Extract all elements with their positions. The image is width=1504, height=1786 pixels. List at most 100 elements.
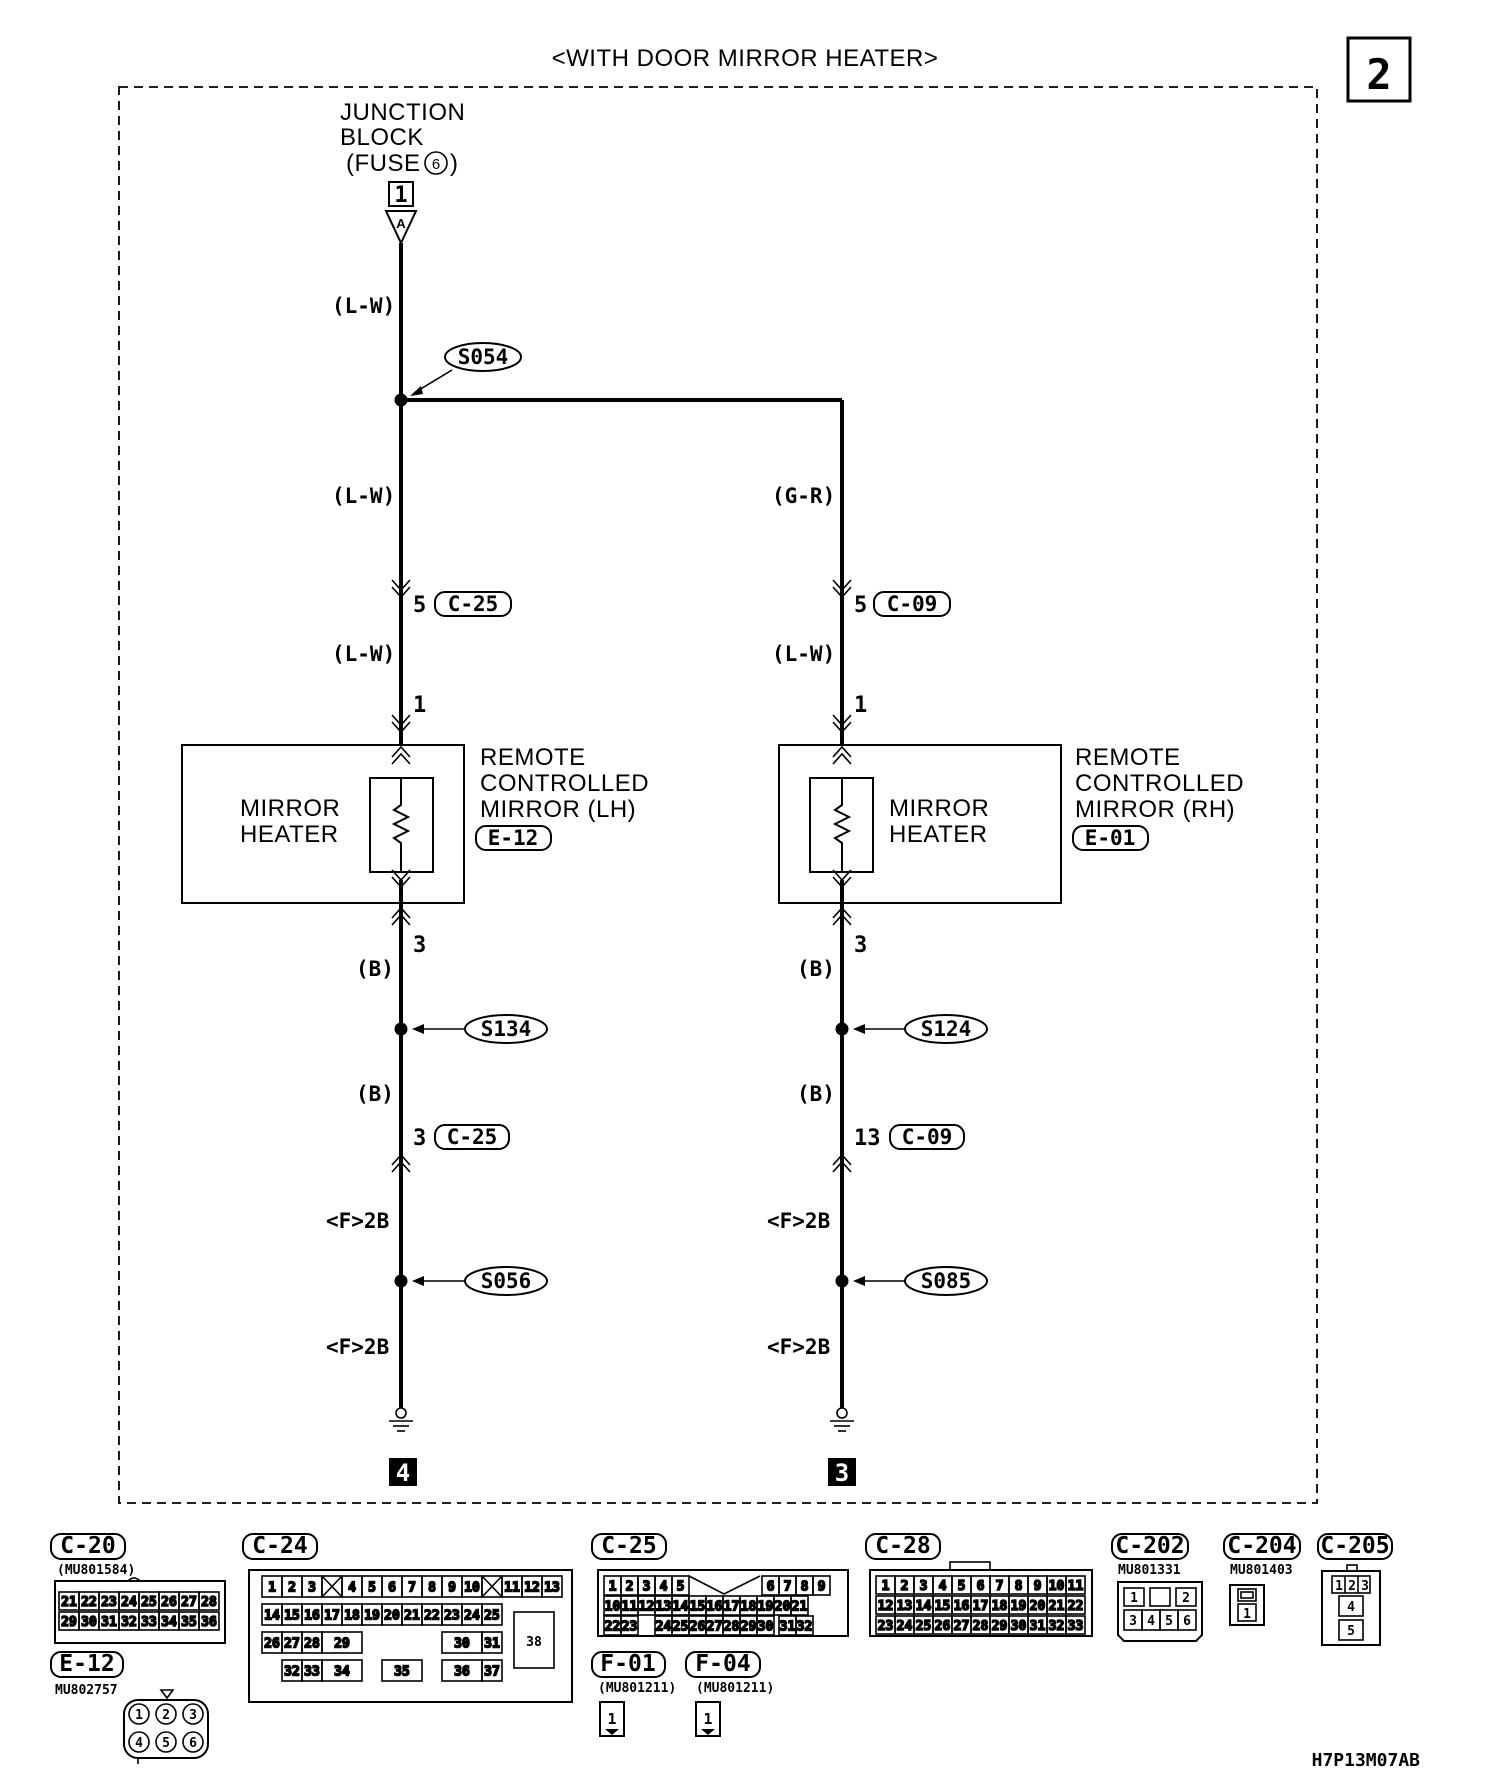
splice-dot: [394, 1274, 408, 1288]
wire-color: (L-W): [332, 484, 395, 508]
connector-pin-label: 12: [524, 1581, 540, 1596]
part-number: MU801331: [1118, 1563, 1181, 1578]
svg-text:3: 3: [1361, 1579, 1369, 1594]
connector-pin-label: 27: [954, 1619, 970, 1634]
connector-pin-label: 23: [622, 1620, 638, 1635]
svg-text:4: 4: [135, 1736, 143, 1751]
connector-c204-face: 1: [1229, 1584, 1265, 1626]
svg-text:3: 3: [1129, 1614, 1137, 1629]
mirror-box-left: [181, 744, 465, 904]
connector-pin-label: 30: [81, 1615, 97, 1630]
splice-left-low: S056: [481, 1269, 532, 1293]
connector-pin-label: 34: [161, 1615, 177, 1630]
connector-pin-label: 30: [758, 1620, 774, 1635]
connector-pin-label: 37: [484, 1665, 500, 1680]
connector-pill: [865, 1533, 941, 1560]
source-ref-box: [388, 181, 414, 207]
drawing-code: H7P13M07AB: [1312, 1750, 1421, 1771]
mirror-inner-label: MIRROR: [889, 795, 989, 822]
connector-pin: [481, 1603, 503, 1626]
connector-pin-label: 21: [1049, 1599, 1065, 1614]
connector-pin-label: 7: [784, 1580, 792, 1595]
connector-pin: [198, 1591, 220, 1611]
connector-pin-label: 28: [724, 1620, 740, 1635]
svg-text:5: 5: [1347, 1624, 1355, 1639]
connector-id: E-12: [488, 826, 539, 850]
wire-color: (B): [797, 957, 835, 981]
connector-pin-label: 26: [935, 1619, 951, 1634]
diagram-title: <WITH DOOR MIRROR HEATER>: [552, 45, 939, 72]
connector-pin-label: 3: [920, 1579, 928, 1594]
connector-pill: [242, 1533, 318, 1560]
svg-text:1: 1: [703, 1710, 712, 1728]
splice-tag: [464, 1014, 548, 1044]
connector-pin-label: 24: [897, 1619, 913, 1634]
connector-pin-label: 28: [201, 1595, 217, 1610]
pin-number: 1: [854, 693, 867, 718]
connector-pin-label: 10: [464, 1581, 480, 1596]
svg-text:5: 5: [1165, 1614, 1173, 1629]
connector-pin-label: 14: [916, 1599, 932, 1614]
connector-pin-label: 21: [404, 1609, 420, 1624]
connector-pin-label: 11: [504, 1581, 520, 1596]
wire-color: <F>2B: [326, 1209, 389, 1233]
arrow-head-icon: [853, 1024, 865, 1034]
connector-pin-label: 31: [780, 1620, 796, 1635]
connector-pin-label: 4: [348, 1581, 356, 1596]
svg-text:1: 1: [1243, 1607, 1251, 1622]
connector-pin: [671, 1575, 690, 1596]
pin-number: 5: [854, 593, 867, 618]
arrow-head-icon: [853, 1276, 865, 1286]
connector-pin-label: 33: [1068, 1619, 1084, 1634]
connector-pin-label: 19: [364, 1609, 380, 1624]
connector-pin-label: 26: [161, 1595, 177, 1610]
svg-text:5: 5: [162, 1736, 170, 1751]
svg-text:2: 2: [1182, 1591, 1190, 1606]
resistor-icon: [832, 778, 852, 872]
connector-pin-label: 5: [958, 1579, 966, 1594]
connector-pin-label: 24: [464, 1609, 480, 1624]
svg-text:2: 2: [1348, 1579, 1356, 1594]
page-number-box: [1346, 36, 1412, 103]
connector-f01-face: 1: [599, 1701, 625, 1737]
wire-color: (B): [356, 957, 394, 981]
connector-pin-label: 25: [673, 1620, 689, 1635]
connector-pin-label: 22: [1068, 1599, 1084, 1614]
connector-pin-label: 12: [878, 1599, 894, 1614]
svg-text:6: 6: [1183, 1614, 1191, 1629]
connector-pin-label: 21: [61, 1595, 77, 1610]
connector-e12-face: 1 2 3 4 5 6: [123, 1689, 209, 1764]
connector-pin-label: 25: [484, 1609, 500, 1624]
connector-pill: [434, 591, 512, 617]
connector-pin-label: 3: [308, 1581, 316, 1596]
connector-pin-label: 23: [444, 1609, 460, 1624]
connector-pill: [1111, 1533, 1189, 1560]
connector-pin-label: 36: [454, 1665, 470, 1680]
connector-pin-label: 19: [1011, 1599, 1027, 1614]
connector-name: C-20: [60, 1533, 115, 1559]
connector-pin-label: 29: [741, 1620, 757, 1635]
connector-pin-label: 10: [605, 1600, 621, 1615]
connector-name: C-205: [1320, 1533, 1389, 1559]
connector-pin-label: 32: [1049, 1619, 1065, 1634]
mirror-title: REMOTE: [1075, 744, 1181, 771]
connector-pin-label: 30: [454, 1637, 470, 1652]
connector-pin-label: 36: [201, 1615, 217, 1630]
fuse-number: 6: [432, 156, 440, 173]
mirror-title: MIRROR (LH): [480, 796, 636, 823]
ground-ref-box: [389, 1458, 417, 1486]
ground-ref-right: 3: [835, 1459, 849, 1487]
connector-pin-label: 2: [901, 1579, 909, 1594]
connector-pin-label: 26: [690, 1620, 706, 1635]
connector-pin-label: 17: [324, 1609, 340, 1624]
pin-number: 1: [413, 693, 426, 718]
connector-c202-face: 1 2 3 4 5 6: [1117, 1581, 1203, 1642]
fuse-number-circle: [424, 151, 448, 175]
connector-pin-label: 1: [268, 1581, 276, 1596]
connector-id: E-01: [1085, 826, 1136, 850]
connector-pin-label: 28: [304, 1637, 320, 1652]
connector-pin: [321, 1659, 363, 1682]
connector-pin-label: 35: [394, 1665, 410, 1680]
